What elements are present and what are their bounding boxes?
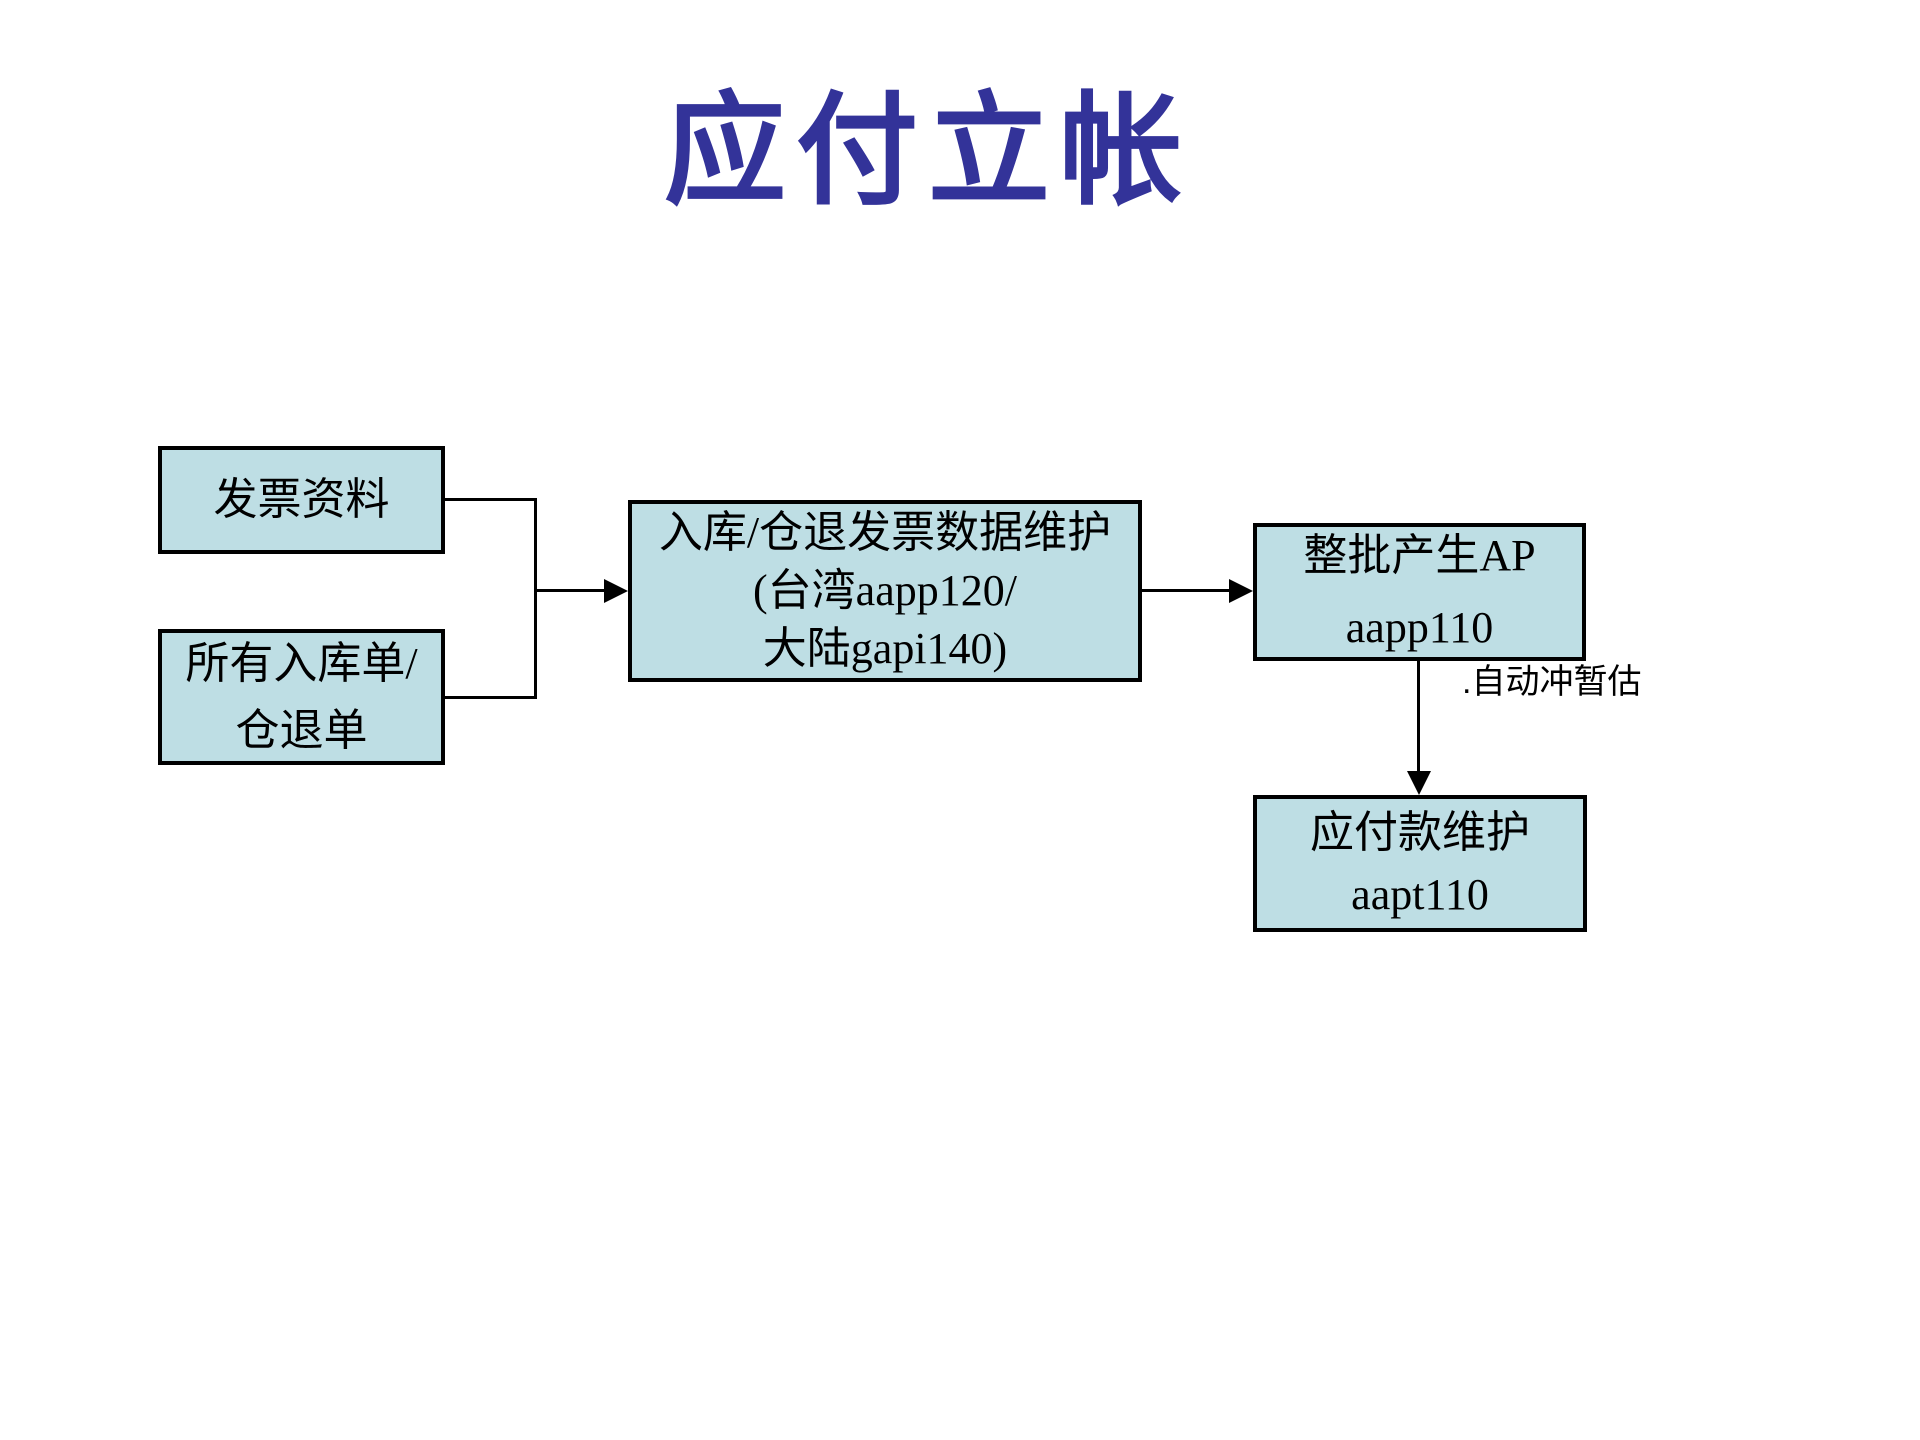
slide-title: 应付立帐 xyxy=(664,85,1192,220)
box-payable-maintenance-line-2: aapt110 xyxy=(1351,869,1489,919)
box-invoice-line: 发票资料 xyxy=(213,475,390,524)
connector-receipts-horizontal xyxy=(445,696,537,699)
arrowhead-down-icon xyxy=(1407,771,1431,795)
box-generate-ap-line-2: aapp110 xyxy=(1345,603,1494,652)
box-receipt-returns-line-1: 所有入库单/ xyxy=(185,639,418,688)
box-invoice-maintenance-line-3: 大陆gapi140) xyxy=(762,624,1008,673)
box-invoice-maintenance-line-1: 入库/仓退发票数据维护 xyxy=(658,508,1112,557)
box-invoice-maintenance: 入库/仓退发票数据维护 (台湾aapp120/ 大陆gapi140) xyxy=(628,500,1142,682)
connector-junction-vertical xyxy=(534,498,537,699)
arrowhead-right-icon xyxy=(1229,579,1253,603)
box-receipt-returns-line-2: 仓退单 xyxy=(235,706,368,755)
connector-to-payable xyxy=(1417,661,1420,775)
box-receipt-returns: 所有入库单/ 仓退单 xyxy=(158,629,445,765)
box-payable-maintenance-line-1: 应付款维护 xyxy=(1310,807,1530,857)
connector-invoice-horizontal xyxy=(445,498,537,501)
box-generate-ap-line-1: 整批产生AP xyxy=(1303,531,1536,580)
annotation-auto-reverse-estimate: .自动冲暂估 xyxy=(1462,663,1642,701)
box-invoice-data: 发票资料 xyxy=(158,446,445,554)
box-payable-maintenance: 应付款维护 aapt110 xyxy=(1253,795,1587,932)
connector-to-maintenance xyxy=(535,589,607,592)
arrowhead-right-icon xyxy=(604,579,628,603)
box-generate-ap: 整批产生AP aapp110 xyxy=(1253,523,1586,661)
box-invoice-maintenance-line-2: (台湾aapp120/ xyxy=(753,566,1017,615)
connector-to-generate-ap xyxy=(1142,589,1232,592)
